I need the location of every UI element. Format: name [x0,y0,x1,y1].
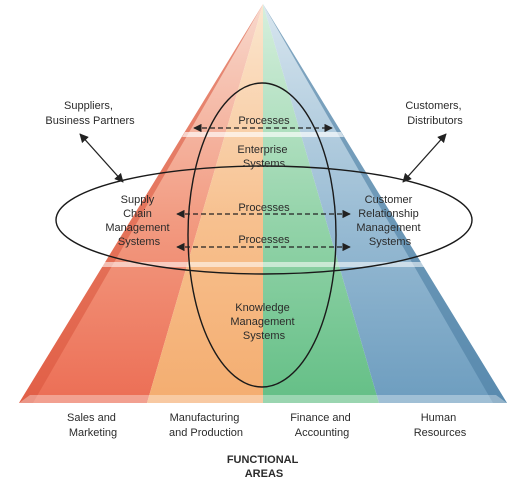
left-bevel [19,4,263,403]
enterprise-systems-label: Enterprise Systems [237,144,290,170]
upper-band [182,132,344,137]
horizontal-integration-ellipse [55,165,473,275]
suppliers-arrow [79,133,124,183]
sales-marketing-label: Sales and Marketing [67,412,119,439]
functional-areas-title: FUNCTIONAL AREAS [227,454,301,480]
human-resources-label: Human Resources [414,412,467,439]
customer-relationship-management-label: Customer Relationship Management Systems [356,194,423,248]
processes-middle-label: Processes [238,202,290,214]
middle-band [95,262,431,267]
knowledge-management-label: Knowledge Management Systems [230,302,297,342]
lower-band [19,395,507,403]
right-bevel [263,4,507,403]
customers-arrow [402,133,447,183]
processes-bottom-label: Processes [238,234,290,246]
supply-chain-management-label: Supply Chain Management Systems [105,194,172,248]
finance-accounting-label: Finance and Accounting [290,412,354,439]
manufacturing-production-label: Manufacturing and Production [169,412,243,439]
suppliers-label: Suppliers, Business Partners [45,100,135,127]
processes-top-label: Processes [238,115,290,127]
manufacturing-production-face [147,4,263,403]
customers-label: Customers, Distributors [405,100,464,127]
vertical-integration-ellipse [187,82,337,388]
